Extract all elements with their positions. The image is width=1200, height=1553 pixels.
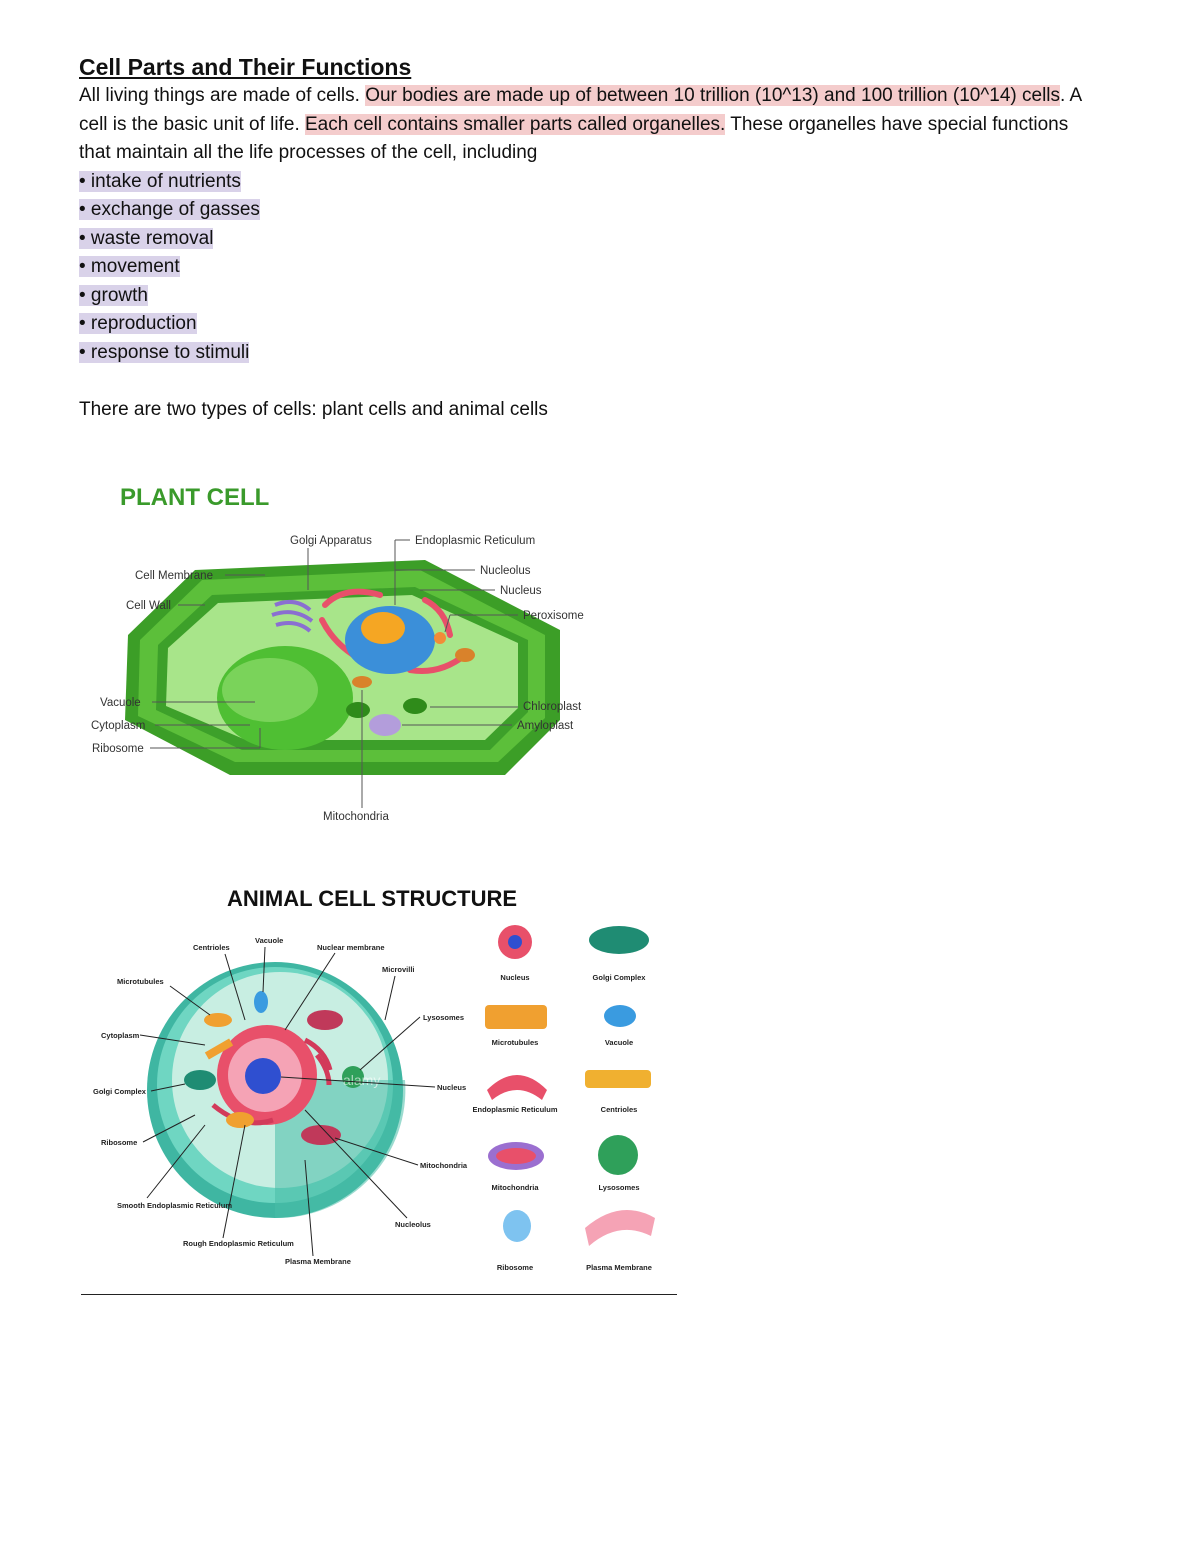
- list-item: • growth: [79, 284, 148, 306]
- intro-highlight-1: Our bodies are made up of between 10 tri…: [365, 85, 1061, 106]
- label-rough-er: Rough Endoplasmic Reticulum: [183, 1239, 294, 1248]
- label-lysosomes: Lysosomes: [423, 1013, 464, 1022]
- legend-vacuole-icon: [604, 1005, 636, 1027]
- document-page: Cell Parts and Their Functions All livin…: [79, 52, 1089, 424]
- legend-centrioles-icon: [585, 1070, 651, 1088]
- label-golgi-complex: Golgi Complex: [93, 1087, 147, 1096]
- intro-text-3: These organelles have special functions …: [79, 113, 1069, 164]
- watermark: alamy: [343, 1072, 380, 1088]
- label-nucleolus: Nucleolus: [480, 565, 531, 577]
- legend-label: Mitochondria: [491, 1183, 539, 1192]
- label-mitochondria: Mitochondria: [420, 1161, 468, 1170]
- legend-label: Nucleus: [500, 973, 529, 982]
- legend-label: Golgi Complex: [593, 973, 647, 982]
- intro-text-2: . A cell is the basic unit of life.: [79, 85, 1082, 135]
- label-cytoplasm: Cytoplasm: [91, 720, 145, 732]
- legend-golgi-icon: [589, 926, 649, 954]
- label-nucleus: Nucleus: [437, 1083, 466, 1092]
- label-microtubules: Microtubules: [117, 977, 164, 986]
- legend-er-icon: [487, 1075, 547, 1100]
- label-vacuole: Vacuole: [100, 697, 141, 709]
- label-ribosome: Ribosome: [101, 1138, 137, 1147]
- list-item: • exchange of gasses: [79, 199, 260, 221]
- list-item: • intake of nutrients: [79, 170, 241, 192]
- list-item: • waste removal: [79, 227, 214, 249]
- mitochondrion: [307, 1010, 343, 1030]
- intro-highlight-2: Each cell contains smaller parts called …: [305, 113, 726, 135]
- intro-paragraph: All living things are made of cells. Our…: [79, 82, 1089, 168]
- label-amyloplast: Amyloplast: [517, 720, 574, 732]
- label-mitochondria: Mitochondria: [323, 811, 389, 823]
- label-endoplasmic-reticulum: Endoplasmic Reticulum: [415, 535, 535, 547]
- list-item: • movement: [79, 256, 180, 278]
- animal-cell-title: ANIMAL CELL STRUCTURE: [227, 886, 517, 911]
- label-centrioles: Centrioles: [193, 943, 230, 952]
- legend-label: Microtubules: [492, 1038, 539, 1047]
- label-chloroplast: Chloroplast: [523, 701, 582, 713]
- legend-ribosome-icon: [503, 1210, 531, 1242]
- horizontal-rule: [81, 1294, 677, 1295]
- legend-label: Lysosomes: [599, 1183, 640, 1192]
- plant-cell-title: PLANT CELL: [120, 484, 269, 511]
- amyloplast: [369, 714, 401, 736]
- label-peroxisome: Peroxisome: [523, 610, 584, 622]
- label-nucleolus: Nucleolus: [395, 1220, 431, 1229]
- nucleolus: [361, 612, 405, 644]
- label-golgi-apparatus: Golgi Apparatus: [290, 535, 372, 547]
- label-cell-wall: Cell Wall: [126, 600, 171, 612]
- golgi-complex: [184, 1070, 254, 1128]
- organelle-legend: [485, 925, 655, 1246]
- legend-label: Plasma Membrane: [586, 1263, 652, 1272]
- intro-text-1: All living things are made of cells.: [79, 85, 366, 106]
- life-process-list: • intake of nutrients • exchange of gass…: [79, 168, 1089, 368]
- animal-cell-diagram: ANIMAL CELL STRUCTURE alamy Centrioles V…: [93, 886, 655, 1272]
- plant-cell-diagram: PLANT CELL Golgi Apparatus Endoplasmic R…: [91, 484, 584, 823]
- label-ribosome: Ribosome: [92, 743, 144, 755]
- mitochondrion: [455, 648, 475, 662]
- label-nuclear-membrane: Nuclear membrane: [317, 943, 385, 952]
- list-item: • response to stimuli: [79, 342, 250, 364]
- chloroplast: [403, 698, 427, 714]
- cell-types-sentence: There are two types of cells: plant cell…: [79, 398, 548, 420]
- label-plasma-membrane: Plasma Membrane: [285, 1257, 351, 1266]
- vacuole: [254, 991, 268, 1013]
- label-cytoplasm: Cytoplasm: [101, 1031, 140, 1040]
- label-smooth-er: Smooth Endoplasmic Reticulum: [117, 1201, 232, 1210]
- legend-plasma-membrane-icon: [585, 1210, 655, 1246]
- label-cell-membrane: Cell Membrane: [135, 570, 213, 582]
- legend-label: Centrioles: [601, 1105, 638, 1114]
- page-title: Cell Parts and Their Functions: [79, 54, 412, 80]
- golgi-apparatus: [271, 599, 314, 633]
- list-item: • reproduction: [79, 313, 197, 335]
- label-microvilli: Microvilli: [382, 965, 415, 974]
- peroxisome: [434, 632, 446, 644]
- nucleolus: [245, 1058, 281, 1094]
- legend-label: Vacuole: [605, 1038, 633, 1047]
- legend-lysosomes-icon: [598, 1135, 638, 1175]
- centriole: [204, 1013, 232, 1027]
- label-vacuole: Vacuole: [255, 936, 283, 945]
- legend-label: Ribosome: [497, 1263, 533, 1272]
- legend-microtubules-icon: [485, 1005, 547, 1029]
- legend-label: Endoplasmic Reticulum: [472, 1105, 557, 1114]
- label-nucleus: Nucleus: [500, 585, 542, 597]
